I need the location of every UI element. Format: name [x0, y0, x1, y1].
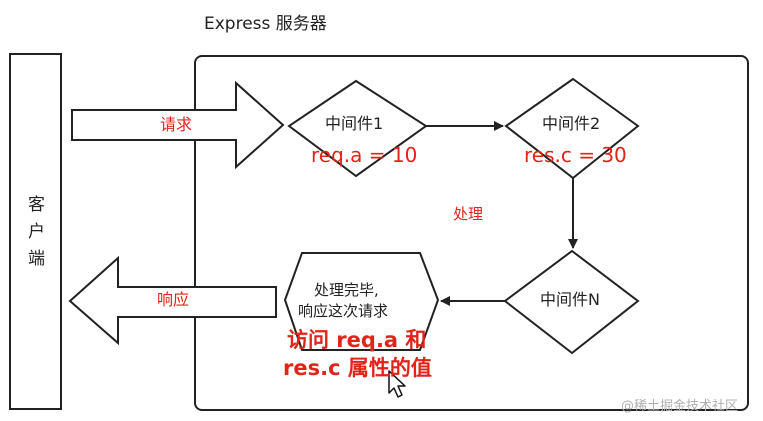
access-note-line2: res.c 属性的值 [283, 356, 432, 380]
access-note-line1: 访问 req.a 和 [287, 328, 427, 352]
client-box [9, 53, 62, 410]
middleware2-label: 中间件2 [542, 114, 601, 133]
middleware1-annotation: req.a = 10 [311, 143, 418, 167]
response-arrow [68, 255, 277, 346]
done-line2: 响应这次请求 [298, 302, 389, 320]
server-title: Express 服务器 [204, 14, 327, 34]
client-label: 客户端 [24, 195, 44, 276]
done-hexagon [283, 252, 440, 351]
server-container [194, 55, 749, 411]
middleware1-label: 中间件1 [325, 114, 384, 133]
process-label: 处理 [453, 205, 484, 223]
middlewareN-diamond [503, 249, 640, 355]
request-arrow [71, 80, 285, 170]
middleware1-diamond [287, 79, 428, 178]
request-label: 请求 [160, 115, 193, 134]
mouse-pointer-icon [388, 370, 406, 398]
watermark: @稀土掘金技术社区 [621, 399, 739, 414]
middlewareN-label: 中间件N [540, 290, 600, 309]
middleware2-annotation: res.c = 30 [524, 143, 627, 167]
done-line1: 处理完毕, [314, 281, 379, 299]
response-label: 响应 [157, 290, 190, 309]
